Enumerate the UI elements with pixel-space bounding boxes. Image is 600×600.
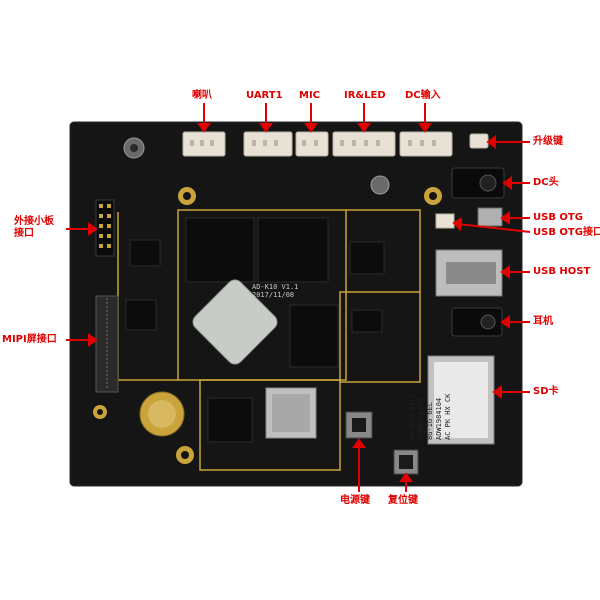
ext-board-header — [95, 199, 115, 257]
ram-chip — [185, 217, 255, 283]
soc-marking-line1: AD-K10 V1.1 — [252, 283, 299, 291]
label-upgrade-key: 升级键 — [533, 136, 563, 147]
soc-marking-line2: 2017/11/08 — [252, 291, 295, 299]
label-power-key: 电源键 — [340, 495, 370, 506]
label-mipi-port: MIPI屏接口 — [2, 334, 57, 345]
label-usb-host: USB HOST — [533, 266, 591, 277]
sd-marking-line2: CXM8056131 — [417, 397, 425, 440]
label-reset-key: 复位键 — [388, 495, 418, 506]
label-earphone: 耳机 — [533, 316, 553, 327]
soc-heatspreader — [192, 279, 278, 365]
label-dc-input: DC输入 — [405, 90, 441, 101]
reset-button — [399, 455, 413, 469]
label-dc-jack: DC头 — [533, 177, 559, 188]
label-usb-otg: USB OTG — [533, 212, 583, 223]
label-sd-card: SD卡 — [533, 386, 559, 397]
uart1-connector — [243, 131, 293, 157]
board-substrate — [69, 121, 523, 487]
arrow-usb-otg-port — [457, 223, 531, 233]
sd-marking-line5: AC PK HX CK — [444, 393, 452, 440]
label-uart1: UART1 — [246, 90, 283, 101]
upgrade-button — [469, 133, 489, 149]
capacitor — [370, 175, 390, 195]
sd-marking-line1: AD-K10-V1.1 — [408, 393, 416, 440]
usb-otg-header — [435, 213, 455, 229]
dc-input-connector — [399, 131, 453, 157]
label-ext-board-port: 外接小板 接口 — [14, 216, 54, 239]
sd-card-markings: AD-K10-V1.1 CXM8056131 8G-1G 6EL ADW1984… — [408, 356, 468, 440]
mic-connector — [295, 131, 329, 157]
usb-otg-port — [477, 207, 503, 227]
label-mic: MIC — [299, 90, 321, 101]
emmc-chip — [289, 304, 339, 368]
top-connectors — [182, 131, 489, 157]
label-ir-led: IR&LED — [344, 90, 386, 101]
ram-chip — [257, 217, 329, 283]
power-button — [352, 418, 366, 432]
label-speaker: 喇叭 — [192, 90, 212, 101]
label-usb-otg-port: USB OTG接口 — [533, 227, 600, 238]
sd-marking-line4: ADW1984104 — [435, 397, 443, 440]
sd-marking-line3: 8G-1G 6EL — [426, 402, 434, 440]
